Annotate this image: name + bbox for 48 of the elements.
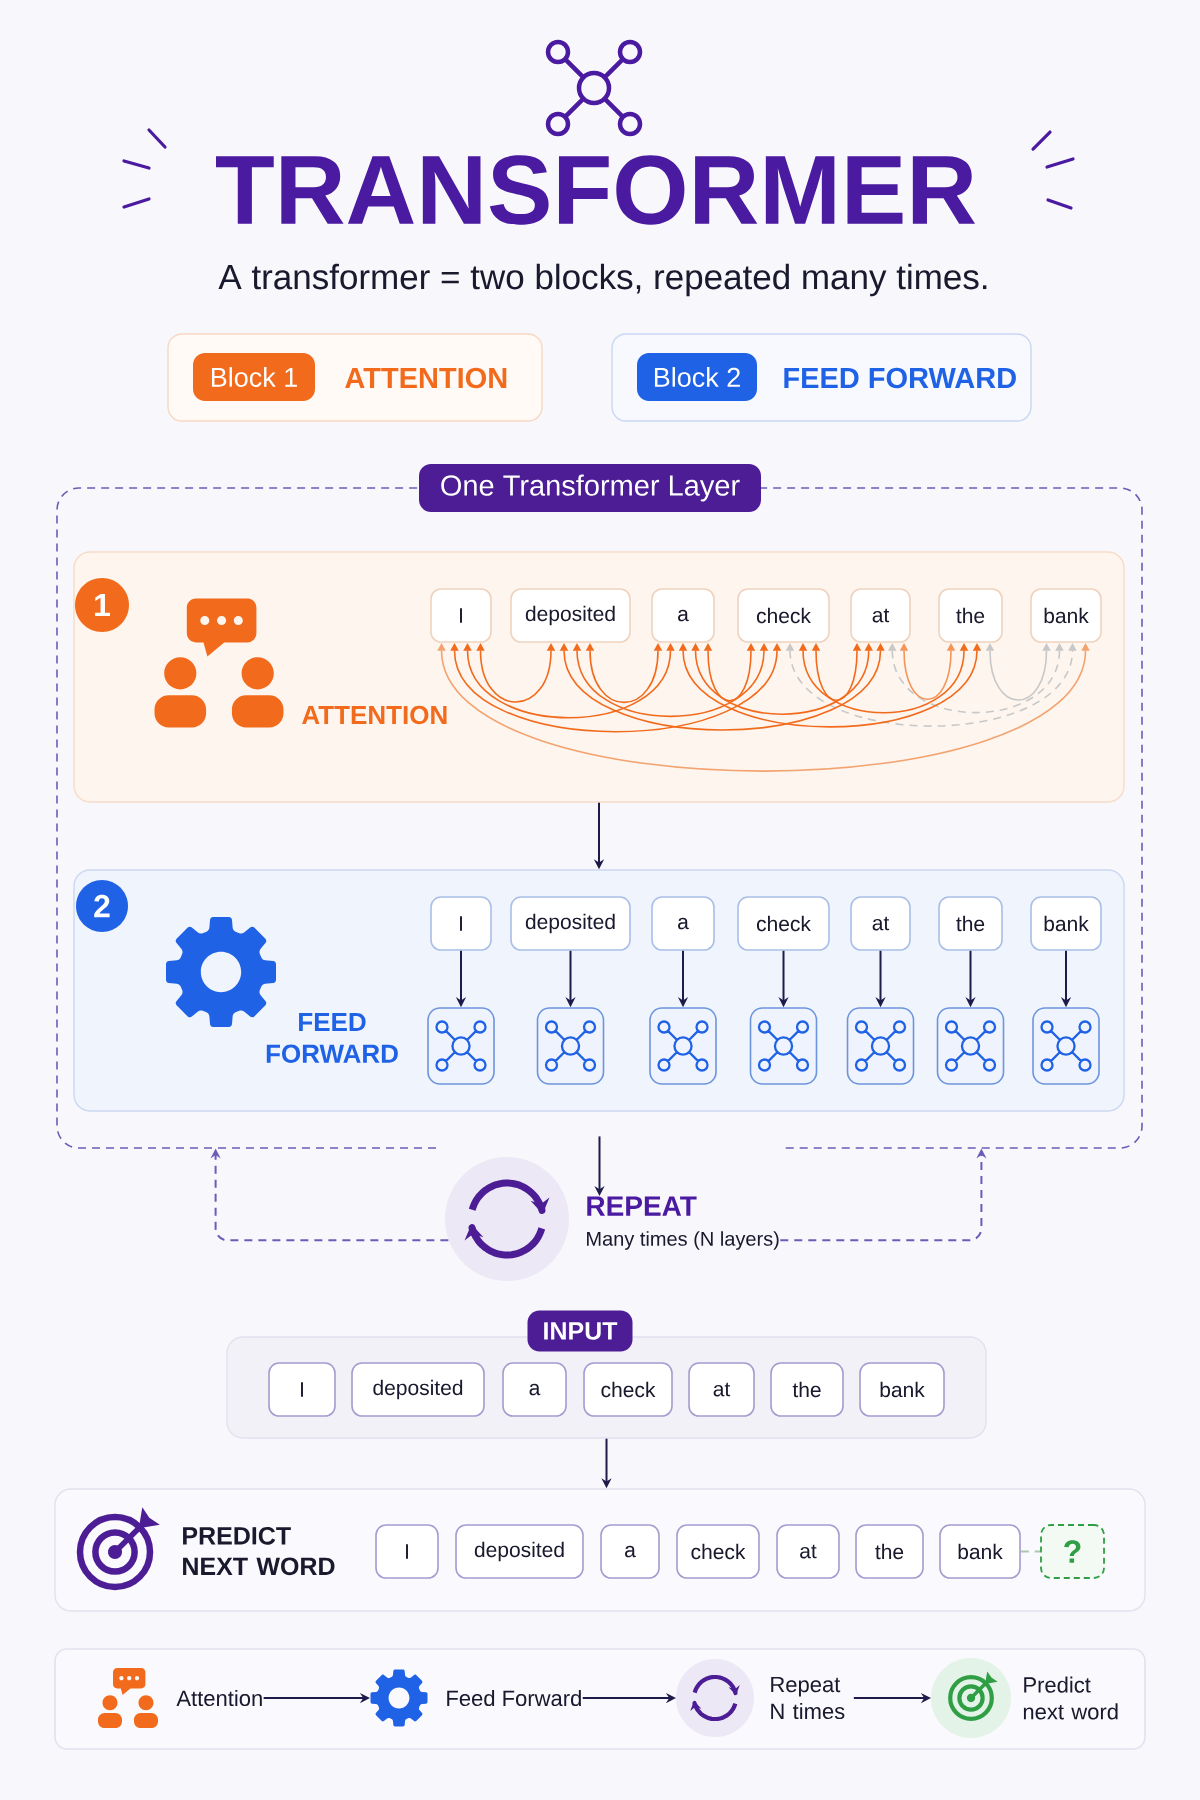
token-box: deposited [455, 1524, 584, 1579]
token-box: a [651, 896, 715, 951]
step-label: Attention [176, 1689, 262, 1707]
token-box: a [651, 588, 715, 643]
block-badge: Block 1 [193, 353, 315, 401]
step-label: Feed Forward [447, 1689, 581, 1707]
token-box: a [600, 1524, 660, 1579]
token-box: check [676, 1524, 760, 1579]
panel-heading: PREDICT NEXT WORD [183, 1526, 335, 1576]
block-badge: Block 2 [637, 353, 757, 401]
block-title: ATTENTION [345, 367, 507, 389]
token-box: the [855, 1524, 924, 1579]
connector-line [1019, 1550, 1042, 1553]
token-box: I [430, 896, 492, 951]
token-box: check [583, 1362, 673, 1417]
panel-heading: FEED FORWARD [266, 1013, 398, 1063]
token-box: at [688, 1362, 755, 1417]
panel-heading: ATTENTION [302, 705, 447, 725]
panel-tag: INPUT [527, 1310, 633, 1352]
token-box: bank [1030, 896, 1102, 951]
subtitle: A transformer = two blocks, repeated many times. [218, 263, 987, 297]
step-number: 1 [75, 578, 129, 632]
token-box: at [850, 588, 911, 643]
token-box: deposited [351, 1362, 485, 1417]
token-box: check [737, 896, 830, 951]
token-box: I [375, 1524, 439, 1579]
token-box: I [430, 588, 492, 643]
block-title: FEED FORWARD [784, 367, 1016, 389]
token-box: I [268, 1362, 336, 1417]
step-label: Predict next word [1023, 1676, 1118, 1720]
step-number: 2 [76, 880, 128, 932]
token-box: the [938, 588, 1003, 643]
token-box: at [776, 1524, 840, 1579]
title: TRANSFORMER [216, 155, 976, 225]
token-box: deposited [510, 896, 631, 951]
token-box: at [850, 896, 911, 951]
token-box: bank [859, 1362, 945, 1417]
repeat-label: REPEAT Many times (N layers) [587, 1196, 779, 1250]
token-box: the [938, 896, 1003, 951]
token-box: bank [939, 1524, 1021, 1579]
step-label: Repeat N times [771, 1676, 845, 1720]
token-box: check [737, 588, 830, 643]
token-box: the [770, 1362, 844, 1417]
token-box: a [502, 1362, 567, 1417]
question-box: ? [1040, 1524, 1105, 1579]
layer-tag: One Transformer Layer [419, 464, 761, 512]
token-box: deposited [510, 588, 631, 643]
token-box: bank [1030, 588, 1102, 643]
